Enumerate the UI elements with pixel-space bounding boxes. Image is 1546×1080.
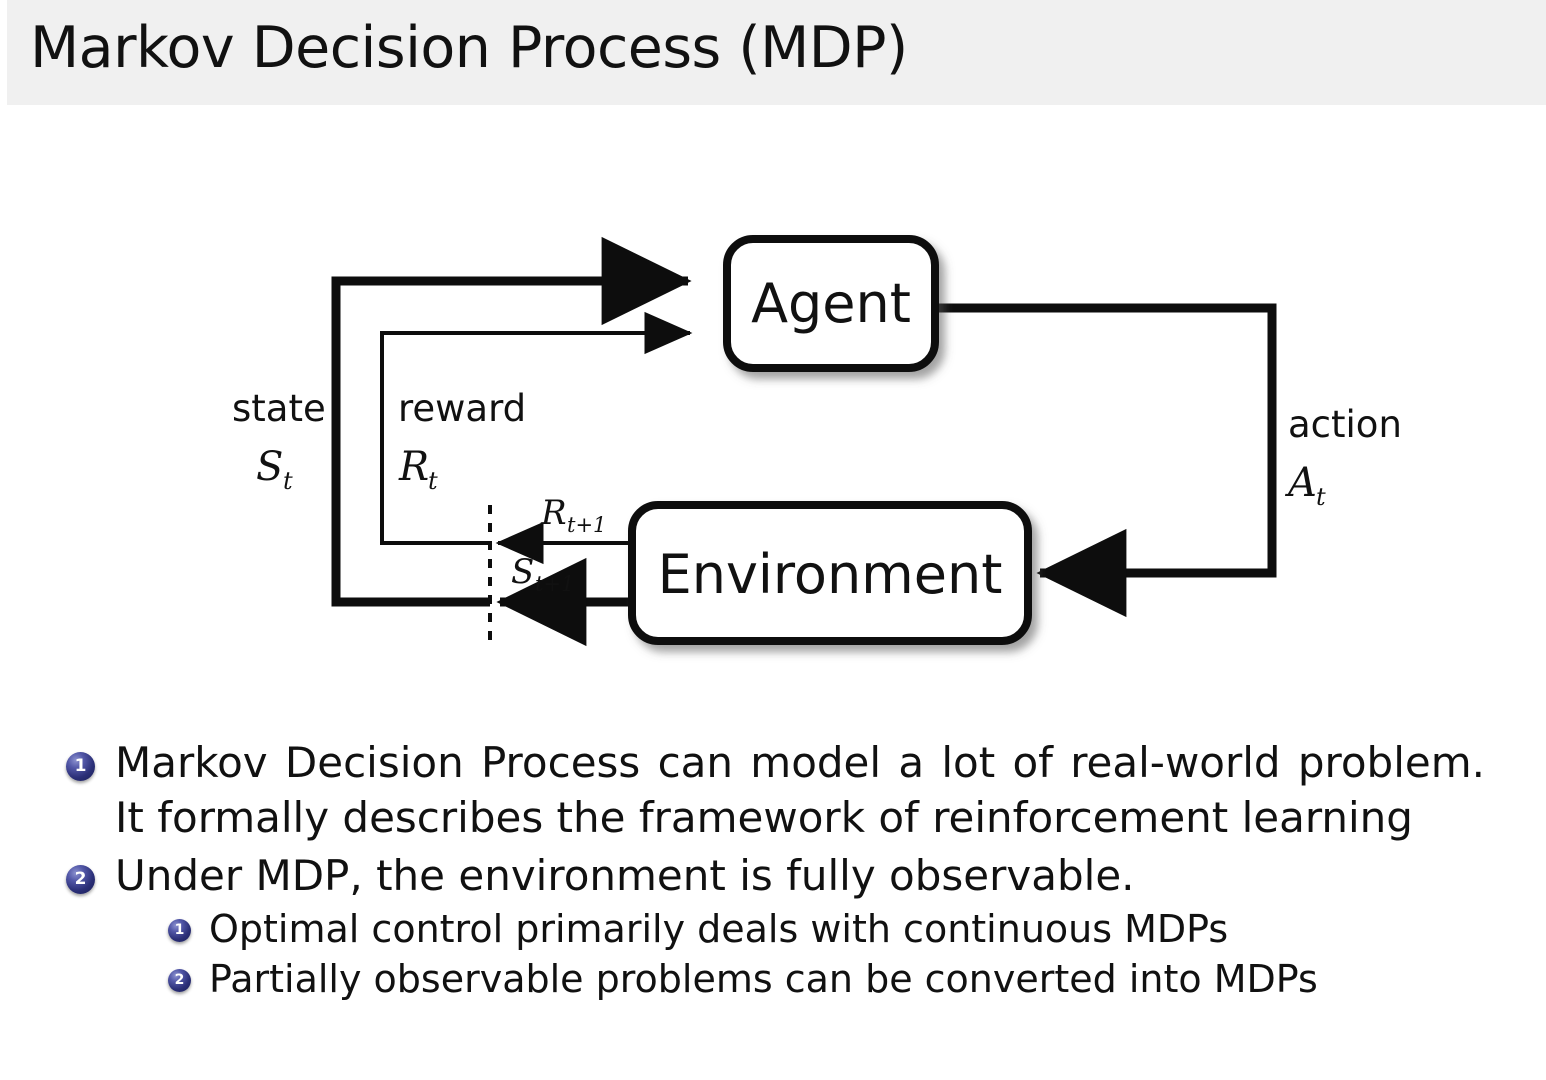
agent-node-label: Agent (751, 272, 911, 335)
bullet-marker-2: 2 (66, 864, 95, 894)
action-label-subscript: t (1316, 483, 1326, 511)
list-item-text: Markov Decision Process can model a lot … (115, 738, 1485, 843)
reward-label-symbol: R (398, 444, 429, 490)
state-label: state S t (232, 387, 326, 495)
edge-state-path (331, 236, 692, 607)
list-item-text: Partially observable problems can be con… (209, 956, 1318, 1001)
action-label: action A t (1284, 403, 1402, 511)
list-item-text: Optimal control primarily deals with con… (209, 907, 1229, 952)
environment-node[interactable]: Environment (628, 501, 1032, 645)
environment-node-label: Environment (658, 543, 1003, 606)
sub-bullet-marker-1: 1 (168, 919, 191, 943)
bullet-marker-1: 1 (66, 752, 95, 781)
action-label-word: action (1288, 403, 1402, 446)
action-label-symbol: A (1284, 460, 1317, 506)
sub-bullet-marker-2: 2 (168, 968, 191, 992)
state-label-word: state (232, 387, 326, 430)
mdp-diagram: Agent Environment state S t reward R t (0, 105, 1546, 705)
list-item-text: Under MDP, the environment is fully obse… (115, 850, 1135, 900)
next-state-symbol: S (511, 552, 534, 592)
edge-reward-path (380, 311, 693, 545)
page-title: Markov Decision Process (MDP) (30, 15, 908, 81)
list-item[interactable]: 1 Markov Decision Process can model a lo… (66, 735, 1546, 846)
list-item[interactable]: 2 Under MDP, the environment is fully ob… (66, 848, 1546, 903)
next-state-subscript: t+1 (535, 572, 574, 596)
agent-node[interactable]: Agent (723, 235, 939, 372)
slide-header-band (0, 0, 1546, 105)
list-item[interactable]: 1 Optimal control primarily deals with c… (168, 905, 1546, 954)
reward-label-subscript: t (428, 467, 438, 495)
header-left-strip (0, 0, 7, 105)
reward-label-word: reward (398, 387, 526, 430)
bullet-list: 1 Markov Decision Process can model a lo… (0, 735, 1546, 1004)
next-state-label: S t+1 (511, 552, 574, 596)
next-reward-subscript: t+1 (567, 513, 606, 537)
edge-action-path (935, 303, 1277, 618)
list-item[interactable]: 2 Partially observable problems can be c… (168, 955, 1546, 1004)
next-reward-symbol: R (540, 493, 567, 533)
next-reward-label: R t+1 (540, 493, 606, 537)
reward-label: reward R t (398, 387, 526, 495)
state-label-symbol: S (256, 444, 283, 490)
state-label-subscript: t (283, 467, 293, 495)
